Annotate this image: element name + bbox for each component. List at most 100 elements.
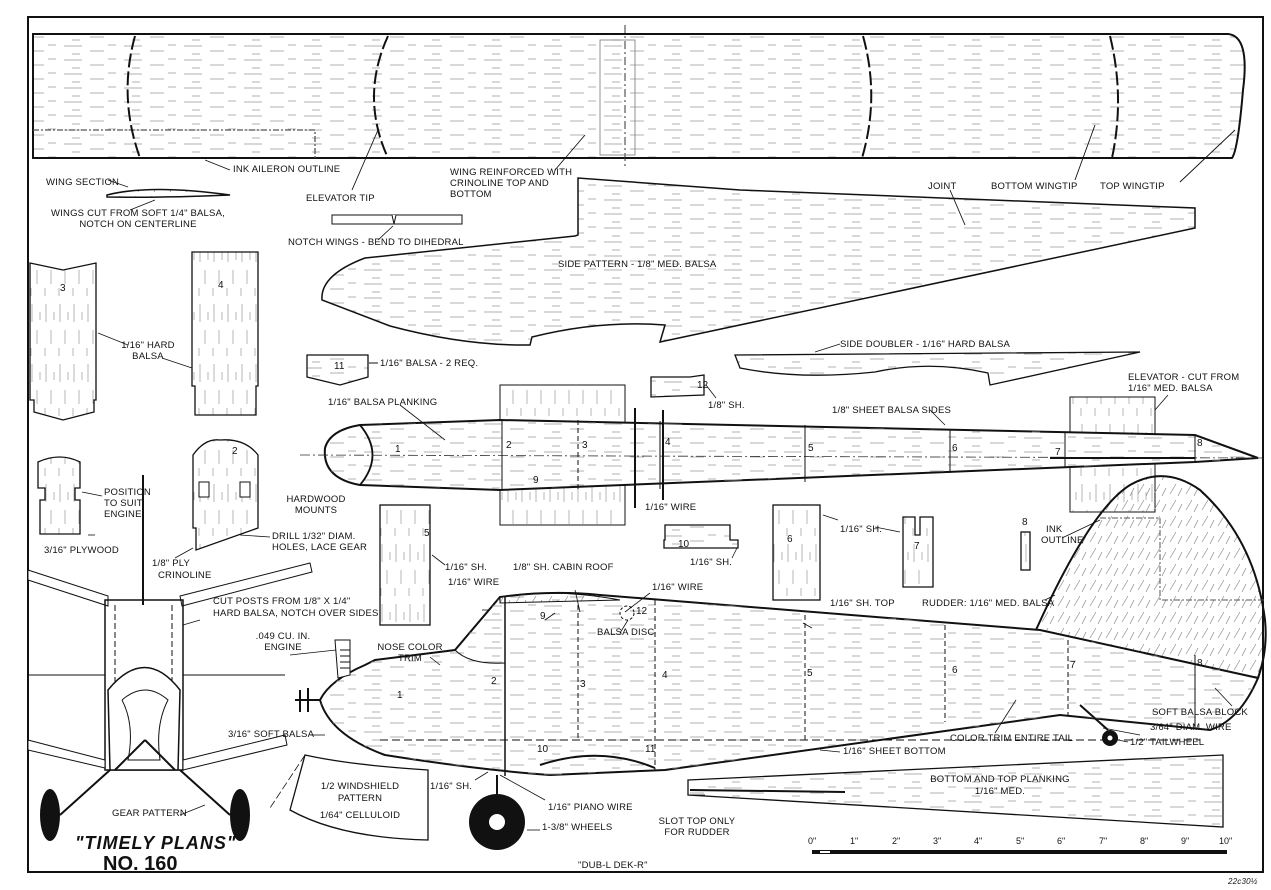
label-drill-holes-1: DRILL 1/32" DIAM.: [272, 531, 356, 542]
engine-mount-plywood: [37, 456, 81, 535]
label-wheels: 1-3/8" WHEELS: [542, 822, 613, 833]
fus-side-former-9: 9: [540, 611, 546, 622]
scale-tick-1: 1": [850, 836, 859, 846]
label-wings-cut-1: WINGS CUT FROM SOFT 1/4" BALSA,: [51, 208, 225, 219]
rudder-part: [1034, 475, 1267, 680]
scale-tick-3: 3": [933, 836, 942, 846]
part-number-2: 2: [232, 446, 238, 457]
model-name: "DUB-L DEK-R": [578, 860, 648, 871]
label-balsa-2-req: 1/16" BALSA - 2 REQ.: [380, 358, 479, 369]
front-view: [27, 475, 313, 841]
part-number-12: 12: [697, 380, 709, 391]
label-planking-1: BOTTOM AND TOP PLANKING: [930, 774, 1070, 785]
label-sheet-bottom: 1/16" SHEET BOTTOM: [843, 746, 946, 757]
label-hard-balsa-2: BALSA: [132, 351, 164, 362]
label-wing-reinforced-1: WING REINFORCED WITH: [450, 167, 573, 178]
side-pattern-part: [321, 177, 1196, 346]
sheet-border: [27, 16, 1264, 873]
label-ink-outline-2: OUTLINE: [1041, 535, 1084, 546]
label-windshield-1: 1/2 WINDSHIELD: [320, 781, 400, 792]
label-slot-top-1: SLOT TOP ONLY: [658, 816, 736, 827]
scale-tick-0: 0": [808, 836, 817, 846]
notch-wing-strip: [331, 214, 463, 241]
fus-top-former-5: 5: [808, 443, 814, 454]
label-eighth-sh: 1/8" SH.: [708, 400, 745, 411]
label-soft-balsa: 3/16" SOFT BALSA: [228, 729, 315, 740]
label-nose-trim-2: TRIM: [397, 653, 423, 664]
label-top-wingtip: TOP WINGTIP: [1100, 181, 1165, 192]
fus-top-former-8: 8: [1197, 438, 1203, 449]
label-wing-reinforced-2: CRINOLINE TOP AND: [450, 178, 549, 189]
part-12: [650, 374, 705, 398]
wing-planform: [32, 25, 1246, 168]
label-elevator-cut-2: 1/16" MED. BALSA: [1128, 383, 1213, 394]
label-ink-aileron-outline: INK AILERON OUTLINE: [233, 164, 341, 175]
fus-side-former-12: 12: [636, 606, 648, 617]
fus-side-former-4: 4: [662, 670, 668, 681]
label-hard-balsa-1: 1/16" HARD: [121, 340, 175, 351]
label-sh-bottom-left: 1/16" SH.: [430, 781, 473, 792]
fus-top-former-4: 4: [665, 437, 671, 448]
label-ink-outline-1: INK: [1046, 524, 1063, 535]
fuselage-top-view: [299, 384, 1263, 526]
label-wings-cut-2: NOTCH ON CENTERLINE: [79, 219, 197, 230]
part-number-10: 10: [678, 539, 690, 550]
part-4: [191, 251, 259, 416]
label-color-trim-tail: COLOR TRIM ENTIRE TAIL: [950, 733, 1074, 744]
label-balsa-disc: BALSA DISC: [597, 627, 655, 638]
label-wire-left: 1/16" WIRE: [448, 577, 500, 588]
label-gear-pattern: GEAR PATTERN: [112, 808, 187, 819]
label-soft-balsa-block: SOFT BALSA BLOCK: [1152, 707, 1248, 718]
label-side-doubler: SIDE DOUBLER - 1/16" HARD BALSA: [840, 339, 1011, 350]
fuselage-side-view: [295, 591, 1260, 850]
label-hardwood-mounts-1: HARDWOOD: [286, 494, 346, 505]
windshield-pattern: [289, 754, 429, 841]
label-cut-posts-1: CUT POSTS FROM 1/8" X 1/4": [213, 596, 351, 607]
plan-series-title: "TIMELY PLANS": [75, 833, 237, 853]
label-windshield-2: PATTERN: [337, 793, 383, 804]
label-elevator-cut-1: ELEVATOR - CUT FROM: [1128, 372, 1240, 383]
part-number-3: 3: [60, 283, 66, 294]
label-drill-holes-2: HOLES, LACE GEAR: [272, 542, 368, 553]
part-5: [379, 504, 431, 626]
label-position-engine-1: POSITION: [104, 487, 151, 498]
part-7: [902, 516, 934, 588]
label-hardwood-mounts-2: MOUNTS: [294, 505, 338, 516]
part-6: [772, 504, 821, 601]
label-position-engine-2: TO SUIT: [104, 498, 143, 509]
label-windshield-3: 1/64" CELLULOID: [319, 810, 401, 821]
fus-top-former-2: 2: [506, 440, 512, 451]
scale-tick-9: 9": [1181, 836, 1190, 846]
fus-side-former-11: 11: [645, 744, 656, 755]
label-sixteenth-sh-10: 1/16" SH.: [690, 557, 733, 568]
fus-top-former-9: 9: [533, 475, 539, 486]
fus-side-former-1: 1: [397, 690, 403, 701]
part-3: [29, 262, 97, 421]
label-ply-crinoline-1: 1/8" PLY: [152, 558, 191, 569]
label-tailwheel: 1/2" TAILWHEEL: [1130, 737, 1205, 748]
label-wire-side: 1/16" WIRE: [652, 582, 704, 593]
plan-number: NO. 160: [103, 853, 178, 875]
part-number-8: 8: [1022, 517, 1028, 528]
part-2-former: [192, 439, 259, 551]
label-position-engine-3: ENGINE: [104, 509, 142, 520]
bottom-top-planking-part: [687, 754, 1224, 828]
part-number-7: 7: [914, 541, 920, 552]
label-nose-trim-1: NOSE COLOR: [377, 642, 443, 653]
label-engine-2: ENGINE: [264, 642, 302, 653]
label-rudder: RUDDER: 1/16" MED. BALSA: [922, 598, 1055, 609]
label-slot-top-2: FOR RUDDER: [664, 827, 730, 838]
wing-section-airfoil: [106, 188, 231, 198]
label-ply-crinoline-2: CRINOLINE: [158, 570, 212, 581]
label-planking-2: 1/16" MED.: [974, 786, 1026, 797]
scale-tick-8: 8": [1140, 836, 1149, 846]
scale-tick-4: 4": [974, 836, 983, 846]
fus-top-former-7: 7: [1055, 447, 1061, 458]
label-balsa-planking: 1/16" BALSA PLANKING: [328, 397, 438, 408]
fus-side-former-5: 5: [807, 668, 813, 679]
label-cut-posts-2: HARD BALSA, NOTCH OVER SIDES: [213, 608, 379, 619]
part-number-11: 11: [334, 361, 345, 372]
part-11: [306, 354, 369, 386]
label-plywood: 3/16" PLYWOOD: [44, 545, 119, 556]
